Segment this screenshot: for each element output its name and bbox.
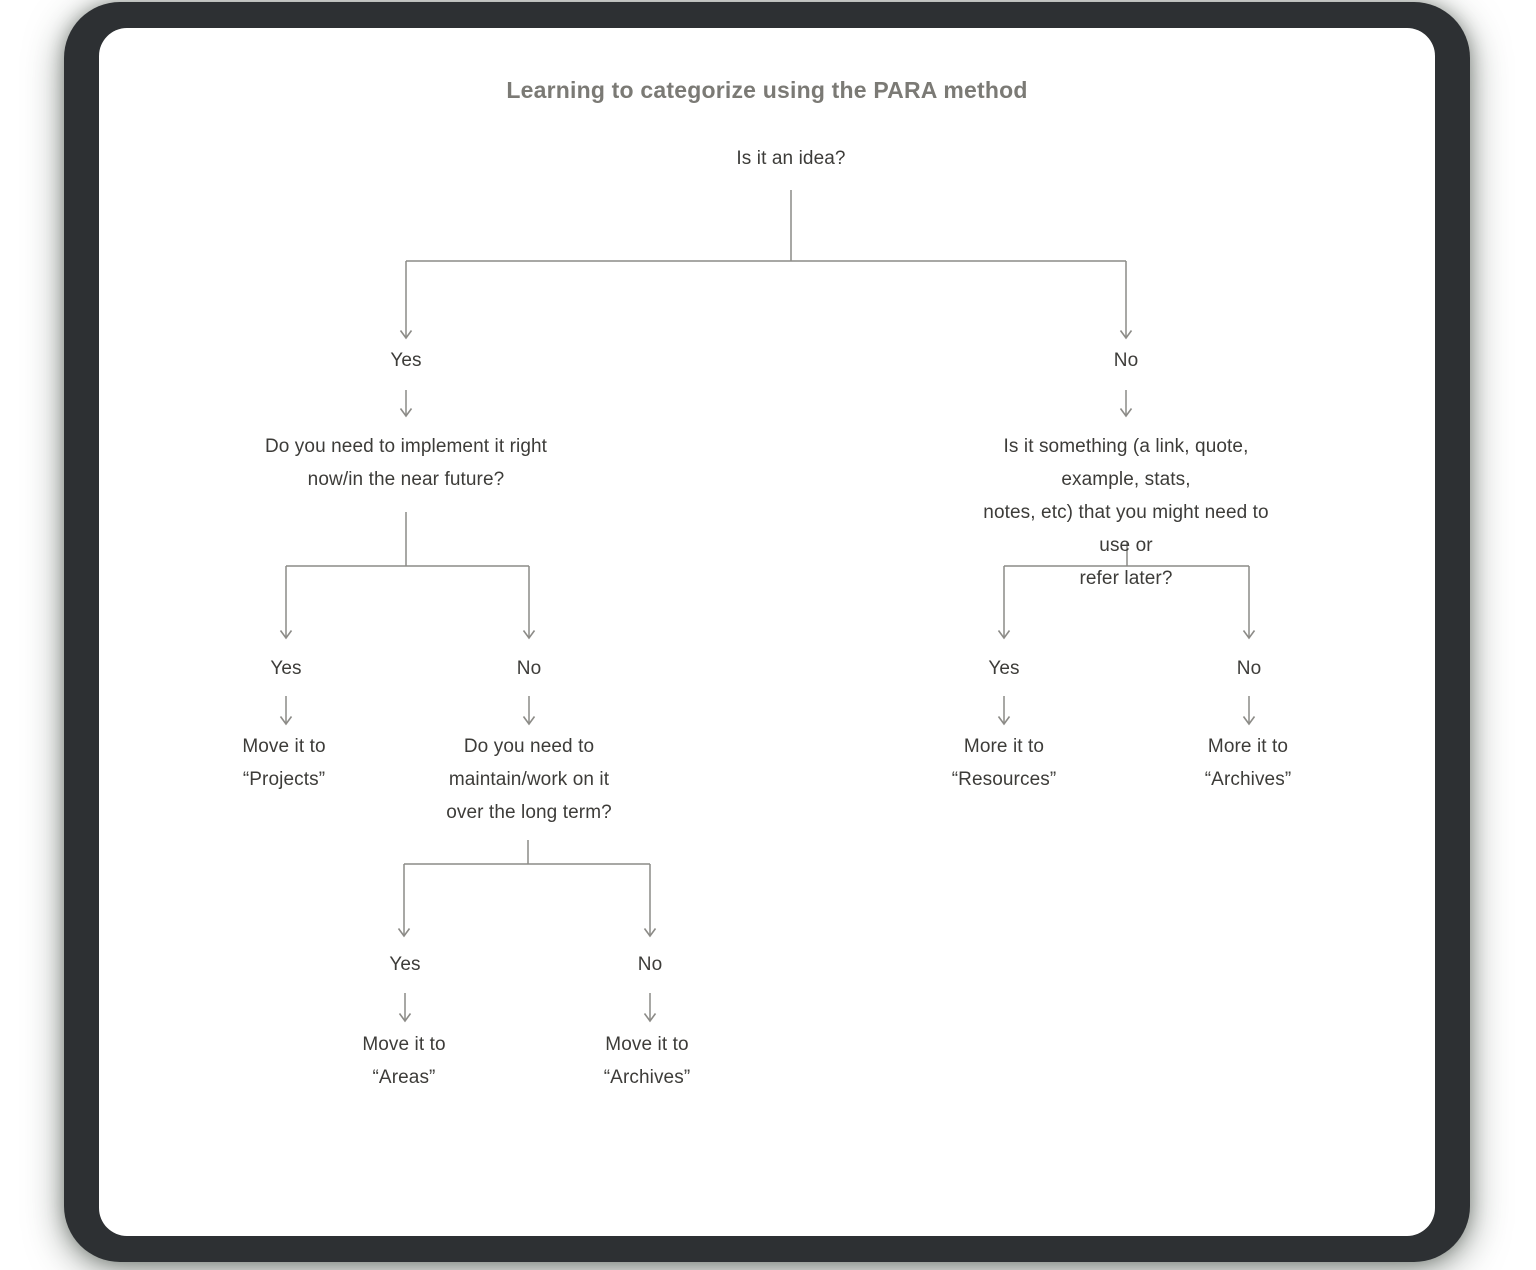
node-question-maintain: Do you need to maintain/work on it over … xyxy=(446,736,612,823)
answer-no-refer: No xyxy=(1236,658,1262,679)
flowchart-canvas: Learning to categorize using the PARA me… xyxy=(99,28,1435,1236)
device-frame: Learning to categorize using the PARA me… xyxy=(64,2,1470,1262)
node-question-refer-later: Is it something (a link, quote, example,… xyxy=(983,436,1269,589)
node-result-archives-left: Move it to “Archives” xyxy=(603,1034,691,1088)
node-result-archives-right: More it to “Archives” xyxy=(1204,736,1292,790)
answer-yes-implement: Yes xyxy=(270,658,302,679)
node-result-resources: More it to “Resources” xyxy=(951,736,1057,790)
arrow-stems xyxy=(285,390,1250,1021)
node-question-implement: Do you need to implement it right now/in… xyxy=(264,436,548,490)
answer-yes-maintain: Yes xyxy=(389,954,421,975)
answer-no-maintain: No xyxy=(637,954,663,975)
node-result-areas: Move it to “Areas” xyxy=(362,1034,446,1088)
connector-lines xyxy=(279,190,1256,1022)
answer-no-root: No xyxy=(1113,350,1139,371)
answer-yes-root: Yes xyxy=(390,350,422,371)
page-title: Learning to categorize using the PARA me… xyxy=(506,77,1028,103)
connector-bottom-bracket xyxy=(403,840,651,936)
node-root-question: Is it an idea? xyxy=(736,148,846,169)
node-result-projects: Move it to “Projects” xyxy=(242,736,326,790)
connector-left-bracket xyxy=(285,512,530,638)
answer-yes-refer: Yes xyxy=(988,658,1020,679)
connector-root-bracket xyxy=(405,190,1127,338)
connector-right-bracket xyxy=(1003,542,1250,638)
answer-no-implement: No xyxy=(516,658,542,679)
